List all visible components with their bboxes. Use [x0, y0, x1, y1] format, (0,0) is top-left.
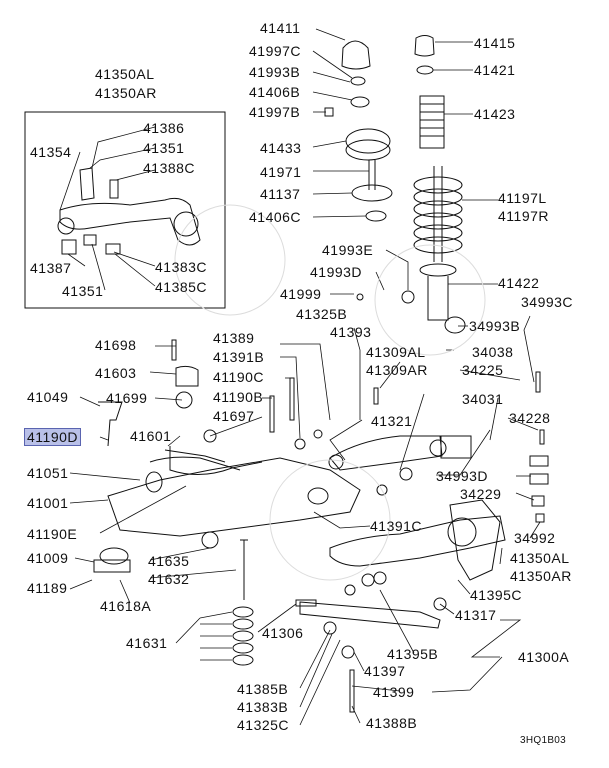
bump-stopper-cap [341, 40, 371, 70]
label-34228[interactable]: 34228 [509, 410, 551, 426]
label-41387[interactable]: 41387 [30, 260, 72, 276]
label-41632[interactable]: 41632 [148, 571, 190, 587]
label-41397[interactable]: 41397 [364, 663, 406, 679]
label-41354[interactable]: 41354 [30, 144, 72, 160]
label-41399[interactable]: 41399 [373, 684, 415, 700]
label-41309AR[interactable]: 41309AR [366, 362, 428, 378]
label-41415[interactable]: 41415 [474, 35, 516, 51]
label-41618A[interactable]: 41618A [100, 598, 152, 614]
label-41406B[interactable]: 41406B [249, 84, 301, 100]
diagram-code: 3HQ1B03 [520, 735, 567, 746]
label-41350AR-bot[interactable]: 41350AR [510, 568, 572, 584]
trailing-arm [329, 435, 443, 471]
label-41383C[interactable]: 41383C [155, 259, 208, 275]
label-41317[interactable]: 41317 [455, 607, 497, 623]
label-41699[interactable]: 41699 [106, 390, 148, 406]
label-41383B[interactable]: 41383B [237, 699, 289, 715]
label-34993D[interactable]: 34993D [436, 468, 489, 484]
label-41009[interactable]: 41009 [27, 550, 69, 566]
label-41999[interactable]: 41999 [280, 286, 322, 302]
label-41423[interactable]: 41423 [474, 106, 516, 122]
dust-boot [419, 95, 445, 149]
spring-seat [351, 184, 393, 202]
label-41350AL-top[interactable]: 41350AL [95, 66, 155, 82]
coil-spring [413, 176, 463, 254]
label-41395C[interactable]: 41395C [470, 587, 523, 603]
stabilizer-bar [169, 446, 263, 476]
label-34993C[interactable]: 34993C [521, 294, 574, 310]
label-41391B[interactable]: 41391B [213, 349, 265, 365]
inset-frame [24, 111, 226, 309]
label-34229[interactable]: 34229 [460, 486, 502, 502]
label-41603[interactable]: 41603 [95, 365, 137, 381]
label-41997C[interactable]: 41997C [249, 43, 302, 59]
label-41190E[interactable]: 41190E [27, 526, 78, 542]
label-41997B[interactable]: 41997B [249, 104, 301, 120]
label-41406C[interactable]: 41406C [249, 209, 302, 225]
lower-link [299, 601, 441, 629]
label-41993E[interactable]: 41993E [322, 242, 374, 258]
label-41049[interactable]: 41049 [27, 389, 69, 405]
dust-cap [414, 35, 435, 57]
label-41421[interactable]: 41421 [474, 62, 516, 78]
label-41350AR-top[interactable]: 41350AR [95, 85, 157, 101]
upper-arm [59, 197, 201, 246]
label-41197L[interactable]: 41197L [498, 190, 547, 206]
label-41388C[interactable]: 41388C [143, 160, 196, 176]
label-41385B[interactable]: 41385B [237, 681, 289, 697]
label-41993B[interactable]: 41993B [249, 64, 301, 80]
label-34993B[interactable]: 34993B [469, 318, 521, 334]
label-41197R[interactable]: 41197R [498, 208, 550, 224]
label-41385C[interactable]: 41385C [155, 279, 208, 295]
nut-41421 [416, 65, 434, 75]
label-34992[interactable]: 34992 [514, 530, 556, 546]
shock-absorber [427, 276, 449, 321]
label-41391C[interactable]: 41391C [370, 518, 423, 534]
label-41325C[interactable]: 41325C [237, 717, 290, 733]
label-41351-top[interactable]: 41351 [143, 140, 185, 156]
label-34225[interactable]: 34225 [462, 362, 504, 378]
label-41388B[interactable]: 41388B [366, 715, 418, 731]
strut-insulator [345, 128, 391, 154]
label-41697[interactable]: 41697 [213, 408, 255, 424]
label-41001[interactable]: 41001 [27, 495, 69, 511]
label-34038[interactable]: 34038 [472, 344, 514, 360]
label-41386[interactable]: 41386 [143, 120, 185, 136]
label-41422[interactable]: 41422 [498, 275, 540, 291]
label-41433[interactable]: 41433 [260, 140, 302, 156]
label-41411[interactable]: 41411 [260, 20, 301, 36]
label-41971[interactable]: 41971 [260, 164, 302, 180]
label-41190C[interactable]: 41190C [213, 369, 265, 385]
label-41601[interactable]: 41601 [130, 428, 172, 444]
label-41190B[interactable]: 41190B [213, 389, 264, 405]
label-41351-bot[interactable]: 41351 [62, 283, 104, 299]
label-41350AL-bot[interactable]: 41350AL [510, 550, 570, 566]
knuckle [449, 499, 501, 581]
label-41309AL[interactable]: 41309AL [366, 344, 426, 360]
label-41698[interactable]: 41698 [95, 337, 137, 353]
label-41321[interactable]: 41321 [371, 413, 413, 429]
label-41395B[interactable]: 41395B [387, 646, 439, 662]
bracket-41049 [98, 401, 123, 447]
label-41306[interactable]: 41306 [262, 625, 304, 641]
label-41993D[interactable]: 41993D [310, 264, 363, 280]
label-41189[interactable]: 41189 [27, 580, 68, 596]
label-41051[interactable]: 41051 [27, 465, 69, 481]
crossmember [107, 457, 361, 537]
leader-lines [59, 28, 541, 726]
label-41300A[interactable]: 41300A [518, 649, 570, 665]
label-41389[interactable]: 41389 [213, 330, 255, 346]
label-41325B[interactable]: 41325B [296, 306, 348, 322]
label-41190D[interactable]: 41190D [24, 428, 82, 446]
lower-arm [329, 515, 506, 567]
label-41635[interactable]: 41635 [148, 553, 190, 569]
label-41393[interactable]: 41393 [330, 324, 372, 340]
watermark-emblem [174, 204, 486, 581]
label-34031[interactable]: 34031 [462, 391, 504, 407]
label-41631[interactable]: 41631 [126, 635, 168, 651]
label-41137[interactable]: 41137 [260, 186, 301, 202]
